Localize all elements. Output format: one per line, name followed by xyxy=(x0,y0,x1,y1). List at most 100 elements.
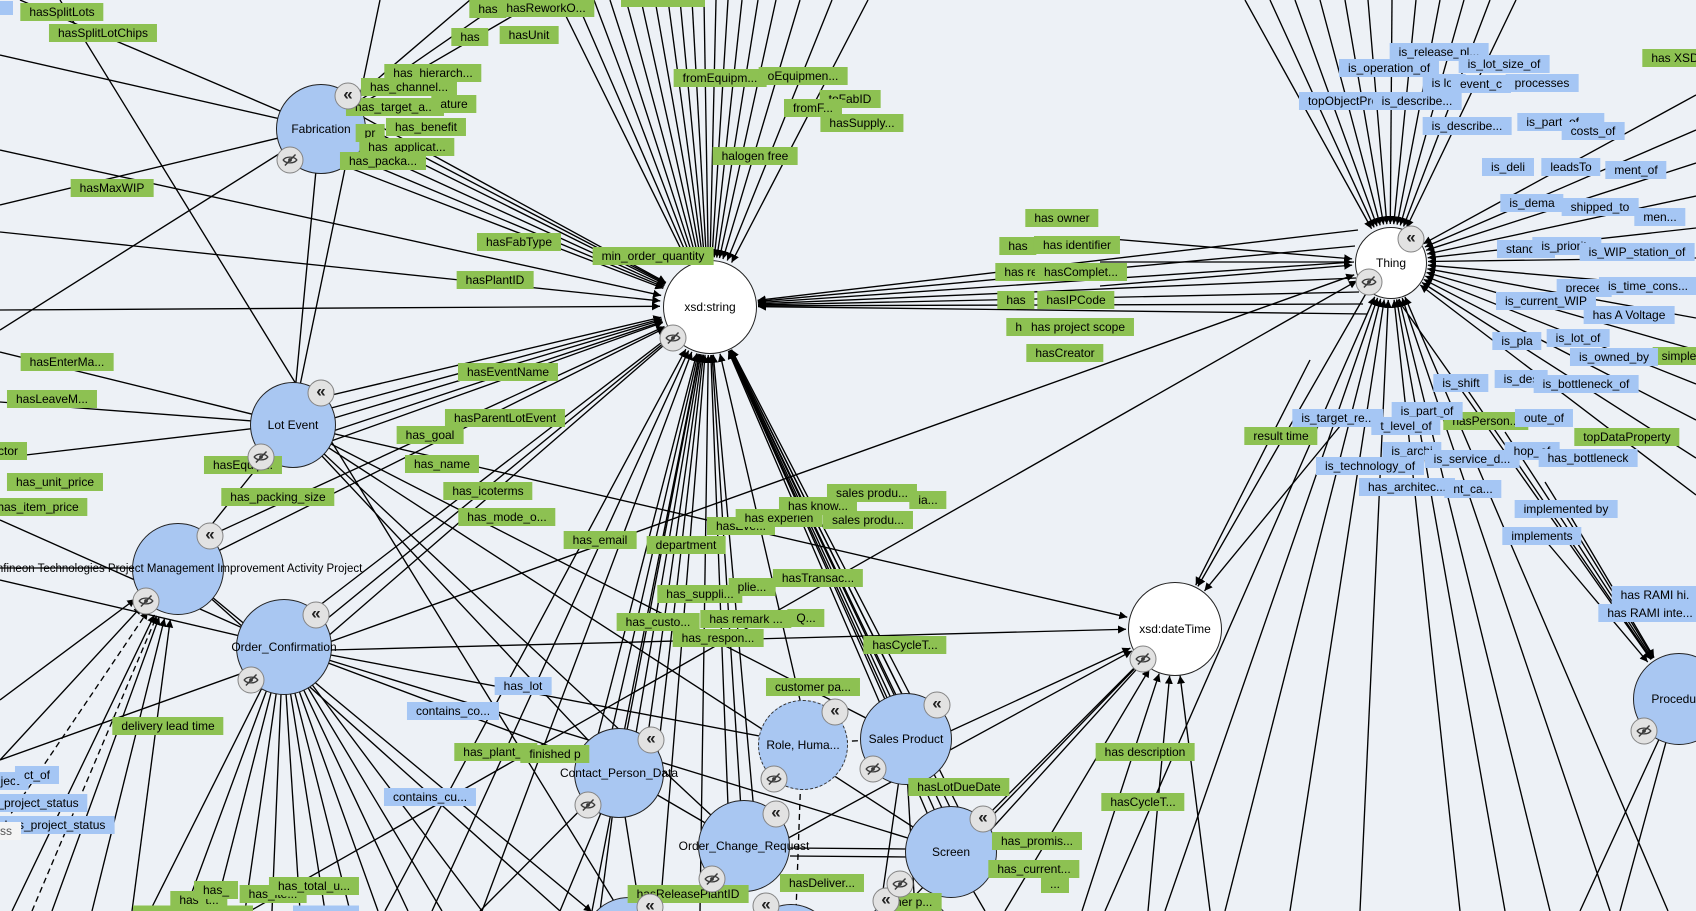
property-label-processes[interactable]: processes xyxy=(1505,74,1579,92)
property-label-is-lot-size-of[interactable]: is_lot_size_of xyxy=(1458,55,1550,73)
property-label-oute-of[interactable]: oute_of xyxy=(1514,409,1574,427)
thing-collapse-icon[interactable]: « xyxy=(1397,225,1425,253)
property-label-has-applicat[interactable]: has_applicat... xyxy=(359,138,455,156)
property-label-hasperson[interactable]: hasPerson... xyxy=(1443,412,1529,430)
property-label-implements[interactable]: implements xyxy=(1502,527,1582,545)
property-label-has-current[interactable]: has_current... xyxy=(988,860,1080,878)
property-label-is-dema[interactable]: is_dema xyxy=(1500,194,1564,212)
property-label-project-status[interactable]: _project_status xyxy=(0,794,88,812)
property-label-ctor[interactable]: ctor xyxy=(0,442,28,460)
fabrication-hide-icon[interactable] xyxy=(276,146,304,174)
property-label-hasreworko[interactable]: hasReworkO... xyxy=(497,0,595,17)
property-label-hascomplet[interactable]: hasComplet... xyxy=(1034,263,1128,281)
property-label-has-project-scope[interactable]: has project scope xyxy=(1021,318,1135,336)
property-label-hassplitlots[interactable]: hasSplitLots xyxy=(20,3,104,21)
property-label-has-bottleneck[interactable]: has_bottleneck xyxy=(1538,449,1638,467)
property-label-has-total-u[interactable]: has_total_u... xyxy=(268,877,360,895)
property-label-plie[interactable]: plie... xyxy=(728,578,776,596)
property-label-hasplantid[interactable]: hasPlantID xyxy=(456,271,534,289)
property-label-hasleavem[interactable]: hasLeaveM... xyxy=(6,390,98,408)
property-label[interactable] xyxy=(133,905,253,911)
property-label-sales-produ[interactable]: sales produ... xyxy=(826,484,918,502)
xsd-datetime-hide-icon[interactable] xyxy=(1129,645,1157,673)
property-label-hasfabtype[interactable]: hasFabType xyxy=(476,233,562,251)
property-label-hastransac[interactable]: hasTransac... xyxy=(772,569,864,587)
property-label-has-re[interactable]: has re xyxy=(995,263,1047,281)
sales-product-collapse-icon[interactable]: « xyxy=(923,691,951,719)
property-label-is-wip-station-of[interactable]: is_WIP_station_of xyxy=(1579,243,1695,261)
property-label-has-lot[interactable]: has_lot xyxy=(494,677,552,695)
property-label-has-owner[interactable]: has owner xyxy=(1025,209,1099,227)
order-confirmation-collapse-icon[interactable]: « xyxy=(302,601,330,629)
property-label-implemented-by[interactable]: implemented by xyxy=(1514,500,1618,518)
property-label-has-item-price[interactable]: has_item_price xyxy=(0,498,88,516)
property-label-haslotduedate[interactable]: hasLotDueDate xyxy=(908,778,1010,796)
property-label-hascyclet[interactable]: hasCycleT... xyxy=(863,636,947,654)
property-label-is-time-cons[interactable]: is_time_cons... xyxy=(1598,277,1696,295)
property-label-delivery-lead-time[interactable]: delivery lead time xyxy=(112,717,224,735)
property-label-has-email[interactable]: has_email xyxy=(563,531,637,549)
property-label-contains-co[interactable]: contains_co... xyxy=(406,702,500,720)
property-label-simple[interactable]: simple xyxy=(1652,347,1696,365)
property-label-has-identifier[interactable]: has identifier xyxy=(1033,236,1121,254)
property-label-has-mode-o[interactable]: has_mode_o... xyxy=(458,508,556,526)
property-label-has-packa[interactable]: has_packa... xyxy=(339,152,427,170)
property-label-fromequipm[interactable]: fromEquipm... xyxy=(673,69,767,87)
order-confirmation-hide-icon[interactable] xyxy=(237,666,265,694)
property-label-has[interactable]: has xyxy=(999,237,1037,255)
property-label-has-name[interactable]: has_name xyxy=(404,455,480,473)
partial-node-2-collapse-icon[interactable]: « xyxy=(752,892,780,911)
lot-event-collapse-icon[interactable]: « xyxy=(307,379,335,407)
property-label-has-unit-price[interactable]: has_unit_price xyxy=(6,473,104,491)
sales-product-hide-icon[interactable] xyxy=(859,755,887,783)
property-label-is-describe[interactable]: is_describe... xyxy=(1422,117,1512,135)
screen-hide-icon[interactable] xyxy=(886,870,914,898)
property-label-department[interactable]: department xyxy=(646,536,726,554)
property-label-has-hierarch[interactable]: has_hierarch... xyxy=(384,64,482,82)
property-label-hasunit[interactable]: hasUnit xyxy=(499,26,559,44)
property-label-result-time[interactable]: result time xyxy=(1244,427,1318,445)
property-label-ia[interactable]: ia... xyxy=(909,491,947,509)
screen-collapse-icon[interactable]: « xyxy=(969,805,997,833)
property-label-has-description[interactable]: has description xyxy=(1095,743,1195,761)
property-label-halogen-free[interactable]: halogen free xyxy=(712,147,798,165)
order-change-request-collapse-icon[interactable]: « xyxy=(762,800,790,828)
property-label[interactable] xyxy=(0,1,13,15)
property-label-event-c[interactable]: event_c xyxy=(1450,75,1512,93)
property-label-has-project-status[interactable]: has_project_status xyxy=(0,816,115,834)
property-label-customer-pa[interactable]: customer pa... xyxy=(765,678,861,696)
property-label-oequipmen[interactable]: oEquipmen... xyxy=(758,67,848,85)
lot-event-hide-icon[interactable] xyxy=(247,443,275,471)
property-label-nt-ca[interactable]: nt_ca... xyxy=(1444,480,1502,498)
property-label-contains-cu[interactable]: contains_cu... xyxy=(383,788,477,806)
property-label-has[interactable]: has_ xyxy=(193,881,239,899)
property-label-has-promis[interactable]: has_promis... xyxy=(991,832,1083,850)
property-label-q[interactable]: Q... xyxy=(787,609,825,627)
property-label-has-benefit[interactable]: has_benefit xyxy=(385,118,467,136)
property-label-hasenterma[interactable]: hasEnterMa... xyxy=(20,353,114,371)
property-label-hasparentlotevent[interactable]: hasParentLotEvent xyxy=(444,409,566,427)
property-label-has-icoterms[interactable]: has_icoterms xyxy=(443,482,533,500)
property-label-costs-of[interactable]: costs_of xyxy=(1561,122,1625,140)
property-label-shipped-to[interactable]: shipped_to xyxy=(1561,198,1639,216)
property-label-has-remark[interactable]: has remark ... xyxy=(700,610,792,628)
property-label-has-target-a[interactable]: has_target_a... xyxy=(345,98,445,116)
property-label-is-operation-of[interactable]: is_operation_of xyxy=(1338,59,1440,77)
property-label-ss[interactable]: ss xyxy=(0,822,21,840)
property-label-pr[interactable]: pr xyxy=(355,124,385,142)
thing-hide-icon[interactable] xyxy=(1355,268,1383,296)
property-label-ment-of[interactable]: ment_of xyxy=(1605,161,1667,179)
property-label-has-packing-size[interactable]: has_packing_size xyxy=(221,488,335,506)
property-label-is-shift[interactable]: is_shift xyxy=(1433,374,1489,392)
property-label-is-current-wip[interactable]: is_current_WIP xyxy=(1495,292,1597,310)
property-label-ature[interactable]: ature xyxy=(431,95,477,113)
order-change-request-hide-icon[interactable] xyxy=(698,865,726,893)
infineon-project-hide-icon[interactable] xyxy=(132,587,160,615)
property-label-has-rami-inte[interactable]: has RAMI inte... xyxy=(1598,604,1696,622)
property-label-fromf[interactable]: fromF... xyxy=(783,99,843,117)
contact-person-data-collapse-icon[interactable]: « xyxy=(637,726,665,754)
property-label-hassupply[interactable]: hasSupply... xyxy=(820,114,904,132)
contact-person-data-hide-icon[interactable] xyxy=(574,791,602,819)
property-label-is-technology-of[interactable]: is_technology_of xyxy=(1315,457,1425,475)
